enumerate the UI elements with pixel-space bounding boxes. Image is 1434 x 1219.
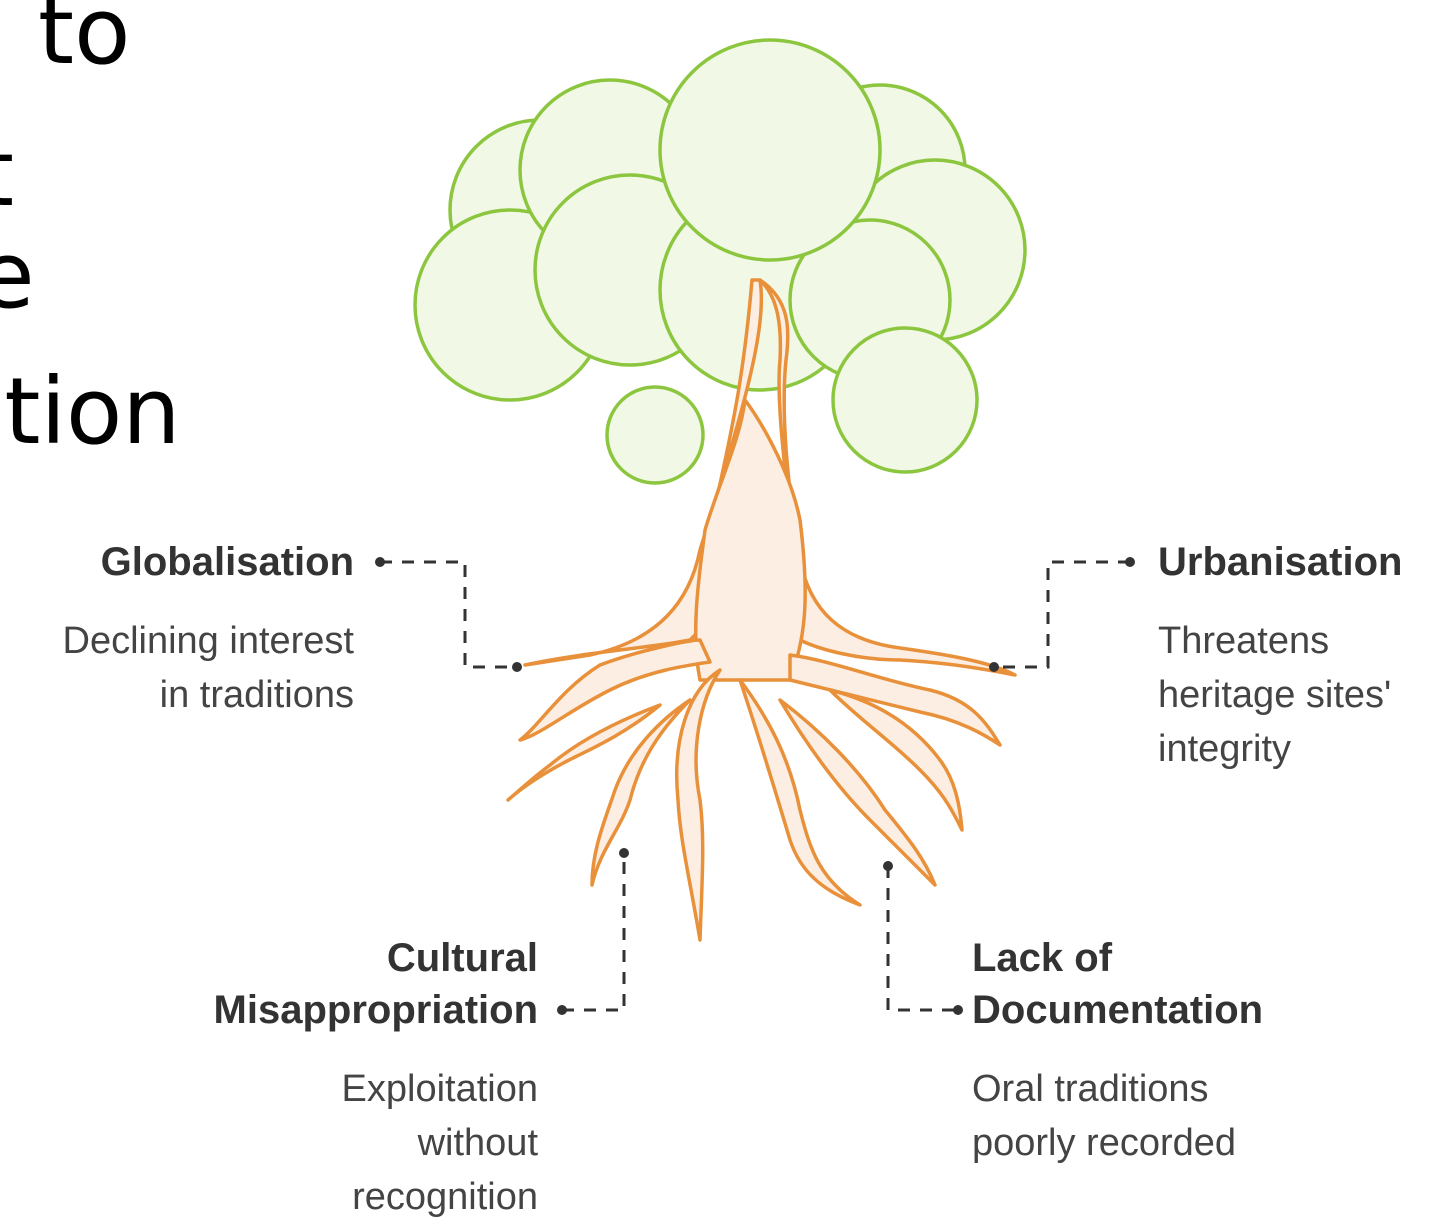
connectors bbox=[380, 560, 1130, 1012]
urbanisation-description: Threatens heritage sites' integrity bbox=[1158, 614, 1391, 776]
tree-foliage bbox=[413, 38, 1027, 485]
globalisation-description-line: Declining interest bbox=[62, 620, 354, 662]
cropped-heading-line: t bbox=[0, 128, 14, 220]
documentation-description-line: Oral traditions bbox=[972, 1068, 1209, 1110]
globalisation-description: Declining interest in traditions bbox=[63, 614, 354, 722]
cropped-heading-line: e bbox=[0, 222, 35, 329]
misappropriation-title-line: Misappropriation bbox=[213, 988, 538, 1032]
misappropriation-description-line: without bbox=[417, 1122, 538, 1164]
connector-documentation bbox=[886, 866, 958, 1012]
documentation-title-line: Documentation bbox=[972, 988, 1264, 1032]
misappropriation-title-line: Cultural bbox=[386, 936, 538, 980]
misappropriation-description-line: Exploitation bbox=[341, 1068, 538, 1110]
globalisation-title: Globalisation bbox=[101, 536, 354, 588]
urbanisation-description-line: integrity bbox=[1158, 728, 1292, 770]
urbanisation-description-line: heritage sites' bbox=[1158, 674, 1392, 716]
misappropriation-description-line: recognition bbox=[352, 1176, 538, 1218]
misappropriation-title: Cultural Misappropriation bbox=[214, 932, 538, 1036]
cropped-heading: to t e ation bbox=[0, 0, 260, 520]
documentation-title: Lack of Documentation bbox=[972, 932, 1263, 1036]
documentation-description: Oral traditions poorly recorded bbox=[972, 1062, 1236, 1170]
urbanisation-description-line: Threatens bbox=[1158, 620, 1330, 662]
connector-globalisation bbox=[380, 560, 515, 669]
globalisation-title-line: Globalisation bbox=[100, 540, 354, 584]
misappropriation-description: Exploitation without recognition bbox=[342, 1062, 538, 1219]
connector-urbanisation bbox=[994, 560, 1130, 669]
cropped-heading-line: to bbox=[38, 0, 131, 85]
tree-trunk bbox=[506, 278, 1017, 942]
cropped-heading-line: ation bbox=[0, 358, 181, 465]
documentation-title-line: Lack of bbox=[972, 936, 1113, 980]
urbanisation-title: Urbanisation bbox=[1158, 536, 1402, 588]
urbanisation-title-line: Urbanisation bbox=[1158, 540, 1403, 584]
documentation-description-line: poorly recorded bbox=[972, 1122, 1237, 1164]
globalisation-description-line: in traditions bbox=[159, 674, 354, 716]
connector-dots bbox=[375, 557, 1135, 1015]
